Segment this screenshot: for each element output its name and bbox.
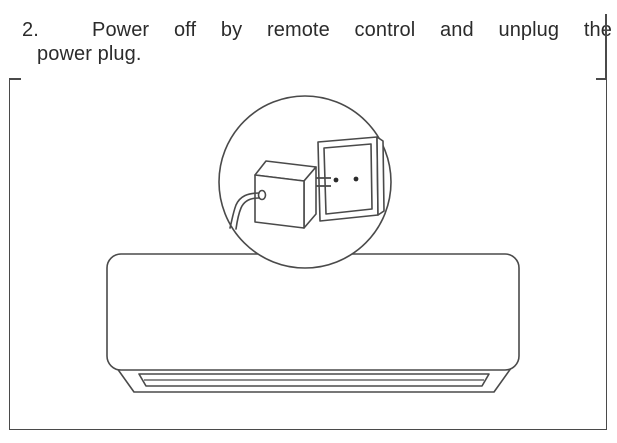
instruction-step: 2. Power off by remote control and unplu… xyxy=(22,18,612,66)
socket-hole-right xyxy=(353,176,359,182)
ac-body xyxy=(106,253,520,371)
frame-top-left-edge xyxy=(9,78,21,80)
socket-hole-left xyxy=(333,177,339,183)
power-cord-icon xyxy=(229,192,260,230)
cord-outer xyxy=(229,192,260,229)
step-text-line-1: Power off by remote control and unplug t… xyxy=(92,19,612,41)
power-plug-icon xyxy=(254,160,331,229)
socket-plate-side xyxy=(376,136,385,216)
step-text-line-2: power plug. xyxy=(37,43,142,65)
frame-top-right-edge xyxy=(596,78,607,80)
air-conditioner-icon xyxy=(106,253,520,393)
right-border-rule xyxy=(605,14,607,80)
wall-socket-icon xyxy=(317,136,385,222)
plug-front-face xyxy=(254,174,305,229)
cord-inner xyxy=(235,197,260,230)
plug-cord-socket xyxy=(257,189,267,201)
socket-plate-inner xyxy=(323,143,373,215)
figure-frame xyxy=(9,78,607,430)
instruction-line-1: 2. Power off by remote control and unplu… xyxy=(22,18,612,42)
step-number: 2. xyxy=(22,19,39,41)
